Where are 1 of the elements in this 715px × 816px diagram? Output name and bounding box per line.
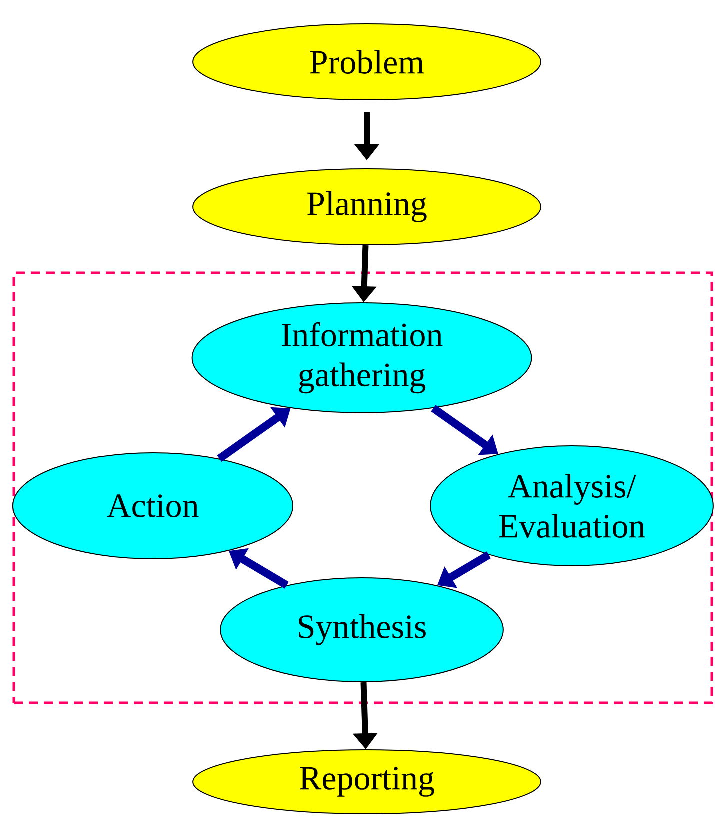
dashed-frame (12, 272, 714, 704)
